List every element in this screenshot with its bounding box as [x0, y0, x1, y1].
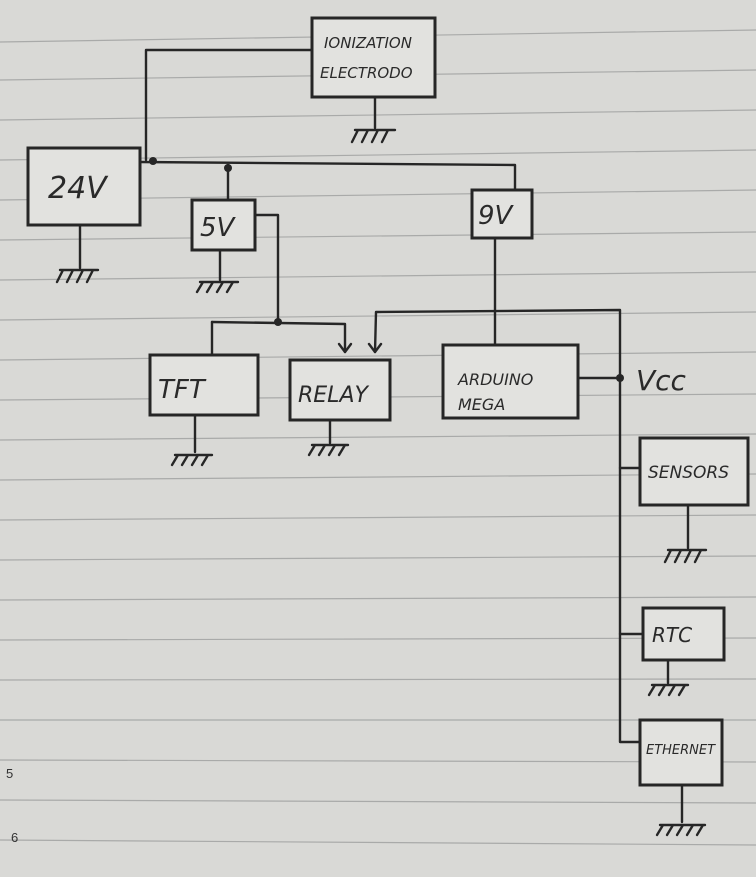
svg-text:ARDUINO: ARDUINO [457, 370, 533, 389]
ground-icon [195, 248, 240, 294]
junction-dot [224, 164, 232, 172]
tft-block: TFT [148, 353, 260, 417]
supply-24v-block: 24V [26, 146, 142, 227]
page-number: 5 [6, 766, 13, 781]
rtc-block: RTC [641, 606, 726, 662]
svg-text:SENSORS: SENSORS [648, 463, 729, 483]
svg-text:9V: 9V [478, 201, 515, 231]
ground-symbols [55, 95, 708, 837]
svg-text:MEGA: MEGA [458, 395, 505, 414]
svg-text:ETHERNET: ETHERNET [646, 743, 716, 758]
ground-icon [350, 95, 397, 144]
ground-icon [663, 503, 708, 564]
ground-icon [170, 413, 214, 467]
wires [138, 48, 645, 744]
regulator-9v-block: 9V [470, 188, 534, 240]
svg-text:RTC: RTC [652, 623, 692, 647]
svg-text:IONIZATION: IONIZATION [324, 34, 412, 52]
sensors-block: SENSORS [638, 436, 750, 507]
vcc-label: Vcc [636, 364, 687, 397]
relay-block: RELAY [288, 358, 392, 422]
junction-dot [274, 318, 282, 326]
svg-text:24V: 24V [48, 171, 109, 206]
vcc-junction-dot [616, 374, 624, 382]
ethernet-block: ETHERNET [638, 718, 724, 787]
svg-text:5V: 5V [200, 213, 237, 243]
junction-dot [149, 157, 157, 165]
page-number: 6 [11, 830, 18, 845]
svg-text:ELECTRODO: ELECTRODO [320, 64, 413, 82]
svg-text:TFT: TFT [158, 375, 207, 405]
ground-icon [647, 658, 690, 697]
regulator-5v-block: 5V [190, 198, 257, 252]
ground-icon [307, 418, 350, 457]
ground-icon [55, 223, 100, 284]
ground-icon [655, 783, 707, 837]
arduino-mega-block: ARDUINO MEGA [441, 343, 580, 420]
notebook-ruled-lines [0, 29, 756, 846]
svg-text:RELAY: RELAY [298, 383, 369, 408]
ionization-electrode-block: IONIZATION ELECTRODO [310, 16, 437, 99]
